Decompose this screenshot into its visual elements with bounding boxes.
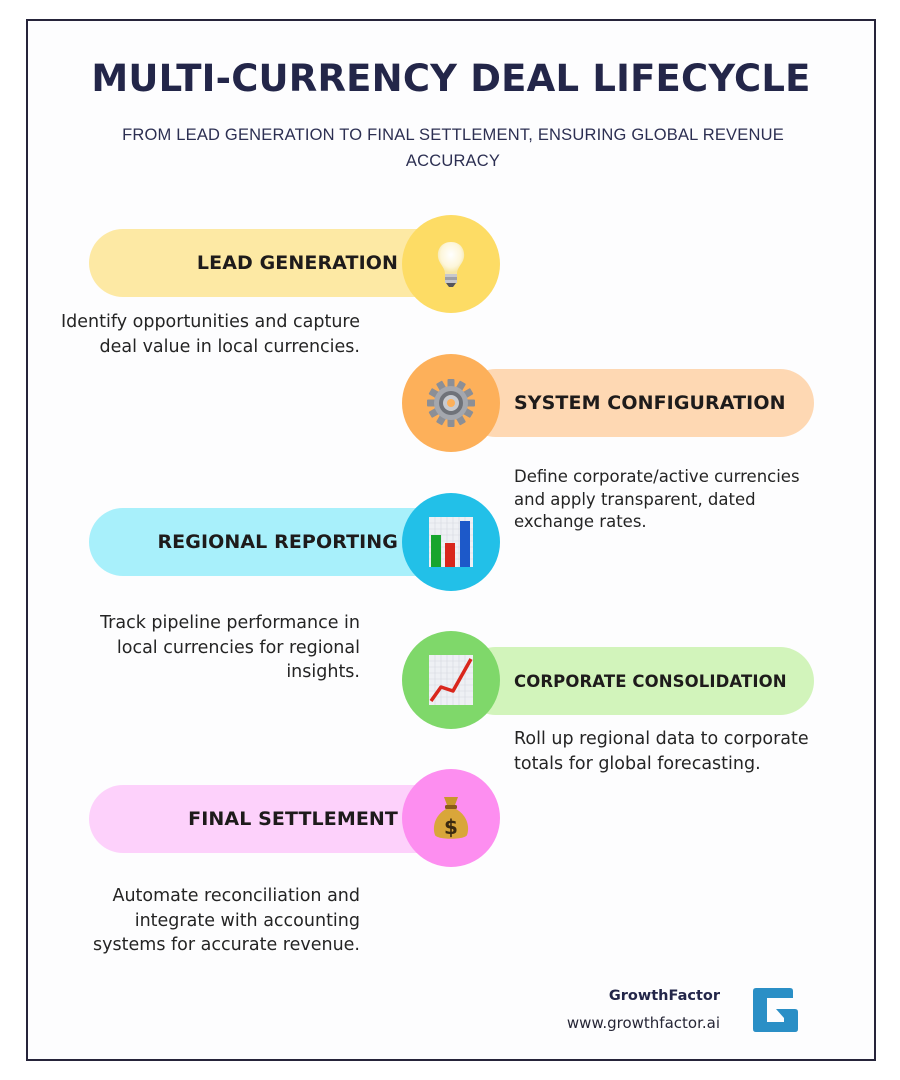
step-lead-generation-pill: LEAD GENERATION [89, 229, 459, 297]
step-label: REGIONAL REPORTING [157, 531, 398, 553]
step-label: FINAL SETTLEMENT [188, 808, 398, 830]
brand-name: GrowthFactor [608, 988, 720, 1004]
step-label: LEAD GENERATION [196, 252, 398, 274]
step-description: Define corporate/active currencies and a… [514, 467, 800, 531]
growthfactor-g-logo-icon [753, 988, 798, 1032]
gear-icon [402, 354, 500, 452]
step-description: Identify opportunities and capture deal … [61, 312, 360, 357]
step-description: Track pipeline performance in local curr… [100, 613, 360, 682]
infographic-frame: MULTI-CURRENCY DEAL LIFECYCLE FROM LEAD … [26, 19, 876, 1061]
step-regional-reporting-pill: REGIONAL REPORTING [89, 508, 459, 576]
step-label: CORPORATE CONSOLIDATION [514, 671, 787, 691]
trending-up-chart-icon [402, 631, 500, 729]
step-label: SYSTEM CONFIGURATION [514, 392, 786, 414]
page-title: MULTI-CURRENCY DEAL LIFECYCLE [91, 57, 811, 100]
step-corporate-consolidation-pill: CORPORATE CONSOLIDATION [462, 647, 814, 715]
lightbulb-icon [402, 215, 500, 313]
step-description: Automate reconciliation and integrate wi… [93, 886, 360, 955]
svg-text:$: $ [444, 815, 458, 839]
step-description: Roll up regional data to corporate total… [514, 729, 809, 774]
step-system-configuration-pill: SYSTEM CONFIGURATION [462, 369, 814, 437]
bar-chart-icon [402, 493, 500, 591]
money-bag-icon: $ [402, 769, 500, 867]
step-final-settlement-pill: FINAL SETTLEMENT [89, 785, 459, 853]
page-subtitle: FROM LEAD GENERATION TO FINAL SETTLEMENT… [122, 126, 784, 170]
brand-url[interactable]: www.growthfactor.ai [566, 1014, 720, 1032]
